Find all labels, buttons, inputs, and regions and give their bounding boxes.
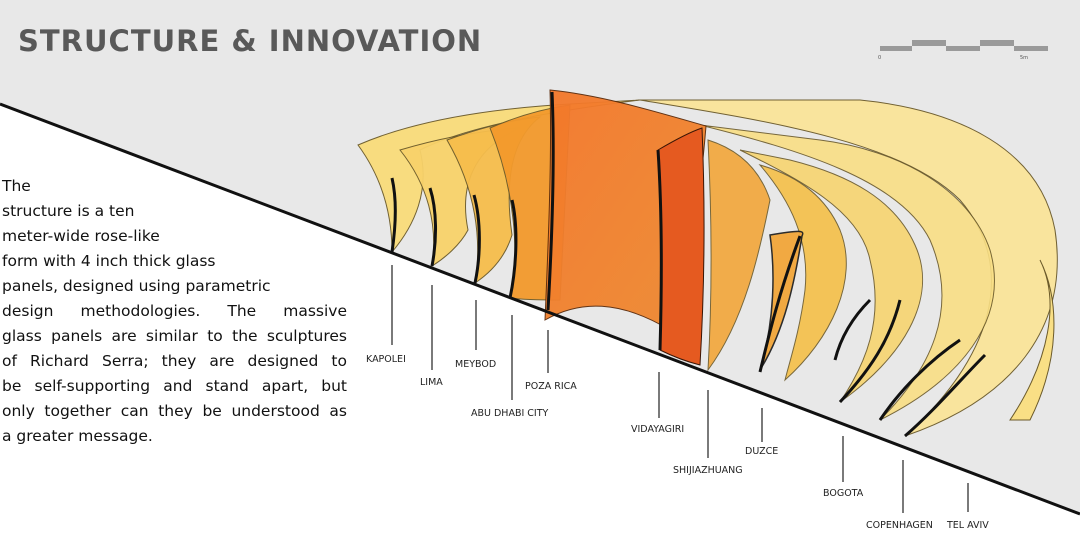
label-kapolei: KAPOLEI xyxy=(366,354,406,365)
description-line: design methodologies. The massive xyxy=(2,302,347,320)
label-duzce: DUZCE xyxy=(745,446,779,457)
description-line: structure is a ten xyxy=(2,202,135,220)
description-line: meter-wide rose-like xyxy=(2,227,160,245)
description-line: panels, designed using parametric xyxy=(2,277,271,295)
panel-duzce xyxy=(758,164,847,382)
description-line: a greater message. xyxy=(2,427,153,445)
page-title: STRUCTURE & INNOVATION xyxy=(18,24,483,58)
label-meybod: MEYBOD xyxy=(455,359,497,370)
label-poza-rica: POZA RICA xyxy=(525,381,577,392)
description-line: be self-supporting and stand apart, but xyxy=(2,377,347,395)
label-copenhagen: COPENHAGEN xyxy=(866,520,933,531)
panel-poza-rica-edge xyxy=(546,91,555,311)
label-tel-aviv: TEL AVIV xyxy=(947,520,989,531)
description-line: glass panels are similar to the sculptur… xyxy=(2,327,347,345)
scale-bar xyxy=(880,40,1048,51)
panel-footlines xyxy=(390,177,987,438)
label-vidayagiri: VIDAYAGIRI xyxy=(631,424,685,435)
panel-bogota xyxy=(739,149,924,403)
ground-line xyxy=(0,102,1080,516)
description: The structure is a ten meter-wide rose-l… xyxy=(2,174,347,449)
leader-lines xyxy=(391,265,969,513)
panel-curl-right xyxy=(1009,259,1055,421)
label-bogota: BOGOTA xyxy=(823,488,864,499)
label-lima: LIMA xyxy=(420,377,443,388)
description-line: form with 4 inch thick glass xyxy=(2,252,216,270)
description-line: of Richard Serra; they are designed to xyxy=(2,352,347,370)
description-line: only together can they be understood as xyxy=(2,402,347,420)
label-abu-dhabi-city: ABU DHABI CITY xyxy=(471,408,549,419)
scale-end-label: 5m xyxy=(1020,55,1029,61)
description-line: The xyxy=(2,177,31,195)
label-shijiazhuang: SHIJIAZHUANG xyxy=(673,465,743,476)
scale-start-label: 0 xyxy=(878,55,882,61)
panel-vidayagiri xyxy=(657,127,705,366)
panel-shijiazhuang xyxy=(759,230,804,371)
